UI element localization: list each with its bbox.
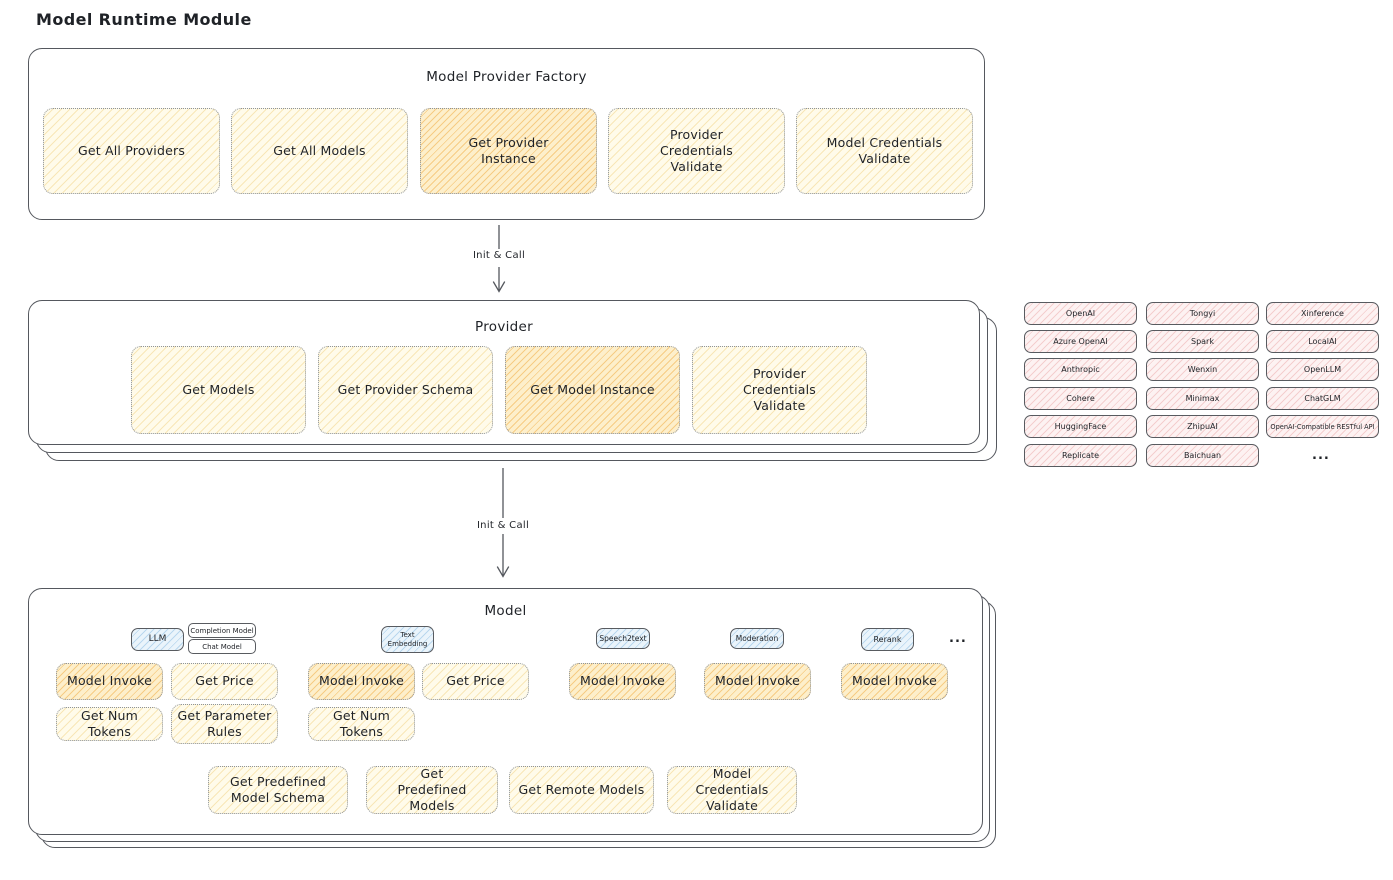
provider-item: Spark: [1146, 330, 1259, 353]
provider-item: Anthropic: [1024, 358, 1137, 381]
node-get-predefined-model-schema: Get Predefined Model Schema: [208, 766, 348, 814]
node-provider-credentials-validate: Provider Credentials Validate: [608, 108, 785, 194]
provider-item: Replicate: [1024, 444, 1137, 467]
tag-moderation: Moderation: [730, 628, 784, 649]
tag-llm: LLM: [131, 628, 184, 651]
node-get-models: Get Models: [131, 346, 306, 434]
tag-speech2text: Speech2text: [596, 628, 650, 649]
node-get-parameter-rules: Get Parameter Rules: [171, 704, 278, 744]
provider-item: Wenxin: [1146, 358, 1259, 381]
node-get-price-llm: Get Price: [171, 663, 278, 700]
tag-chat-model: Chat Model: [188, 639, 256, 654]
provider-item: OpenLLM: [1266, 358, 1379, 381]
tag-text-embedding: Text Embedding: [381, 626, 434, 653]
init-call-label-1: Init & Call: [454, 250, 544, 261]
node-model-credentials-validate: Model Credentials Validate: [796, 108, 973, 194]
node-model-invoke-rerank: Model Invoke: [841, 663, 948, 700]
provider-item: Xinference: [1266, 302, 1379, 325]
node-get-num-tokens-llm: Get Num Tokens: [56, 707, 163, 741]
provider-item: Minimax: [1146, 387, 1259, 410]
provider-title: Provider: [475, 319, 533, 335]
factory-title: Model Provider Factory: [426, 69, 587, 85]
provider-list-ellipsis: ...: [1312, 448, 1330, 463]
node-get-predefined-models: Get Predefined Models: [366, 766, 498, 814]
node-get-provider-instance: Get Provider Instance: [420, 108, 597, 194]
provider-frame: Provider Get Models Get Provider Schema …: [28, 300, 980, 445]
node-model-invoke-llm: Model Invoke: [56, 663, 163, 700]
provider-item: OpenAI: [1024, 302, 1137, 325]
node-get-num-tokens-embedding: Get Num Tokens: [308, 707, 415, 741]
factory-frame: Model Provider Factory Get All Providers…: [28, 48, 985, 220]
node-model-invoke-embedding: Model Invoke: [308, 663, 415, 700]
node-get-remote-models: Get Remote Models: [509, 766, 654, 814]
provider-item: LocalAI: [1266, 330, 1379, 353]
model-frame: Model LLM Completion Model Chat Model Te…: [28, 588, 983, 835]
tag-rerank: Rerank: [861, 628, 914, 651]
provider-item: Tongyi: [1146, 302, 1259, 325]
arrow-down-icon: [492, 225, 506, 293]
node-model-invoke-moderation: Model Invoke: [704, 663, 811, 700]
node-model-credentials-validate-2: Model Credentials Validate: [667, 766, 797, 814]
provider-item: ZhipuAI: [1146, 415, 1259, 438]
init-call-label-2: Init & Call: [458, 520, 548, 531]
model-title: Model: [484, 603, 527, 619]
provider-item: OpenAI-Compatible RESTful API: [1266, 415, 1379, 438]
provider-item: Azure OpenAI: [1024, 330, 1137, 353]
provider-item: ChatGLM: [1266, 387, 1379, 410]
model-tags-ellipsis: ...: [949, 631, 967, 646]
node-get-all-models: Get All Models: [231, 108, 408, 194]
provider-list: OpenAI Tongyi Xinference Azure OpenAI Sp…: [1024, 302, 1380, 472]
provider-item: Baichuan: [1146, 444, 1259, 467]
node-get-provider-schema: Get Provider Schema: [318, 346, 493, 434]
node-provider-credentials-validate-2: Provider Credentials Validate: [692, 346, 867, 434]
page-title: Model Runtime Module: [36, 10, 252, 29]
node-model-invoke-speech2text: Model Invoke: [569, 663, 676, 700]
node-get-model-instance: Get Model Instance: [505, 346, 680, 434]
provider-item: HuggingFace: [1024, 415, 1137, 438]
node-get-price-embedding: Get Price: [422, 663, 529, 700]
arrow-down-icon: [496, 468, 510, 578]
node-get-all-providers: Get All Providers: [43, 108, 220, 194]
tag-completion-model: Completion Model: [188, 623, 256, 638]
provider-item: Cohere: [1024, 387, 1137, 410]
